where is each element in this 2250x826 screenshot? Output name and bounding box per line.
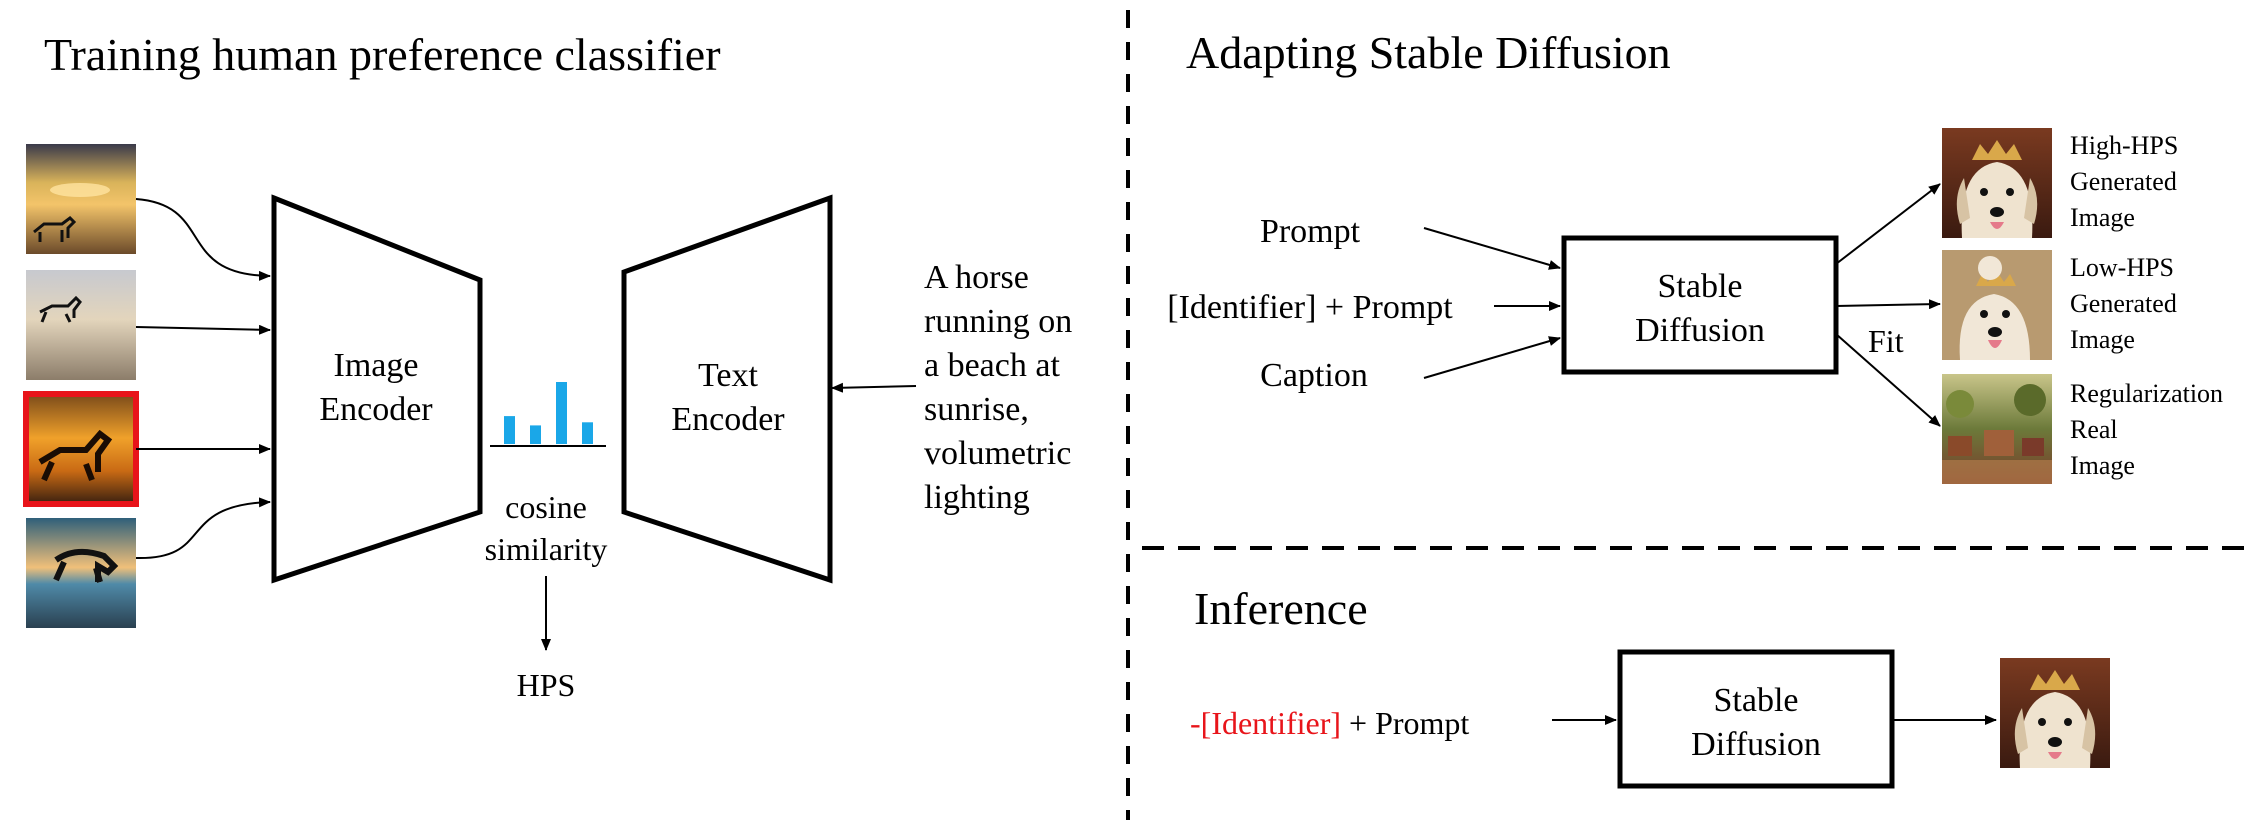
arrow-prompt-model (1423, 227, 1561, 270)
inference-input: -[Identifier] + Prompt (1190, 705, 1469, 741)
inference-model-label-2: Diffusion (1691, 726, 1821, 763)
arrow-model-regularization (1835, 333, 1941, 427)
arrow-caption-model (1423, 336, 1561, 379)
adapt-model-label-2: Diffusion (1635, 312, 1765, 349)
adapt-model-label-1: Stable (1658, 268, 1743, 305)
arrow-model-high-hps (1835, 183, 1941, 265)
thumbnail-3-selected (23, 391, 139, 507)
adapt-input-identifier-prompt: [Identifier] + Prompt (1167, 289, 1453, 326)
inference-output-image (2000, 658, 2110, 768)
adapt-input-caption: Caption (1260, 357, 1368, 394)
similarity-label-1: cosine (505, 489, 587, 525)
inference-input-prompt: + Prompt (1341, 705, 1469, 741)
prompt-line-4: sunrise, (924, 391, 1029, 428)
output-2-line-3: Image (2070, 325, 2135, 354)
similarity-bar-4 (582, 422, 593, 444)
thumbnail-4 (26, 518, 136, 628)
inference-panel-title: Inference (1194, 583, 1368, 634)
prompt-line-6: lighting (924, 479, 1030, 516)
thumbnail-1 (26, 144, 136, 254)
output-3-line-3: Image (2070, 451, 2135, 480)
prompt-text-block: A horse running on a beach at sunrise, v… (924, 259, 1072, 516)
thumbnail-2 (26, 270, 136, 380)
adapt-input-prompt: Prompt (1260, 213, 1361, 250)
high-hps-image (1942, 128, 2052, 238)
output-1-line-1: High-HPS (2070, 131, 2178, 160)
similarity-bar-chart (504, 382, 593, 444)
arrow-prompt-text-encoder (831, 382, 917, 393)
output-2-line-2: Generated (2070, 289, 2177, 318)
hps-label: HPS (517, 667, 576, 703)
similarity-label-2: similarity (485, 531, 608, 567)
output-3-line-1: Regularization (2070, 379, 2223, 408)
inference-input-negative-identifier: -[Identifier] (1190, 705, 1341, 741)
inference-model-label-1: Stable (1714, 682, 1799, 719)
low-hps-image (1942, 250, 2052, 360)
image-encoder-label-1: Image (334, 347, 419, 384)
regularization-image (1942, 374, 2052, 484)
output-2-line-1: Low-HPS (2070, 253, 2174, 282)
prompt-line-5: volumetric (924, 435, 1071, 472)
image-encoder-label-2: Encoder (319, 391, 433, 428)
fit-label: Fit (1868, 323, 1904, 359)
text-encoder-label-1: Text (698, 357, 758, 394)
prompt-line-1: A horse (924, 259, 1029, 296)
image-encoder-block (271, 194, 483, 584)
arrow-thumb4-encoder (135, 497, 271, 560)
arrow-thumb1-encoder (135, 198, 271, 281)
similarity-bar-2 (530, 425, 541, 444)
similarity-bar-3 (556, 382, 567, 444)
output-1-line-2: Generated (2070, 167, 2177, 196)
text-encoder-block (621, 194, 833, 584)
left-panel-title: Training human preference classifier (44, 29, 721, 80)
output-3-line-2: Real (2070, 415, 2118, 444)
prompt-line-3: a beach at (924, 347, 1060, 384)
output-1-line-3: Image (2070, 203, 2135, 232)
arrow-model-low-hps (1835, 299, 1941, 310)
arrow-thumb2-encoder (135, 324, 271, 335)
adapt-stable-diffusion-box (1561, 235, 1839, 375)
adapt-panel-title: Adapting Stable Diffusion (1186, 27, 1671, 78)
text-encoder-label-2: Encoder (671, 401, 785, 438)
prompt-line-2: running on (924, 303, 1072, 340)
similarity-bar-1 (504, 416, 515, 444)
inference-stable-diffusion-box (1617, 649, 1895, 789)
